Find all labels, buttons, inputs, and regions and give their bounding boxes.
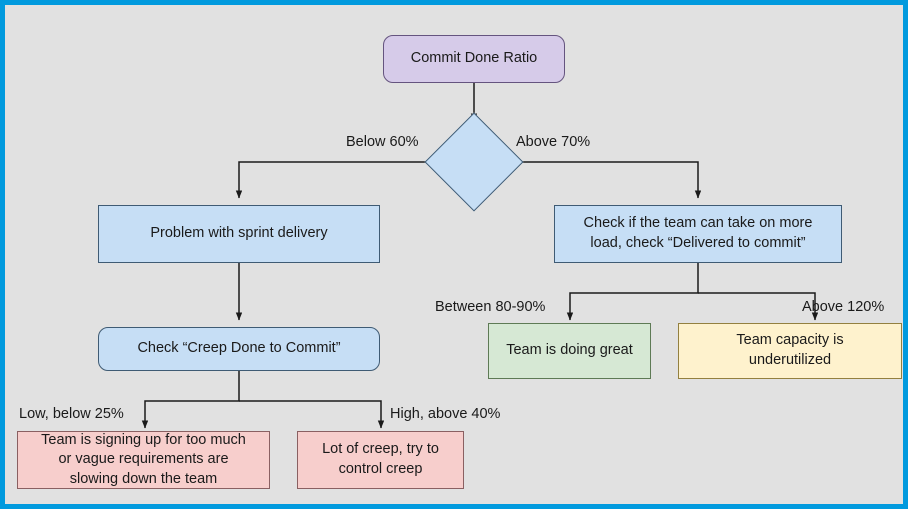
node-decision-diamond[interactable] — [424, 112, 524, 212]
node-team-signing-up-too-much-line3: slowing down the team — [69, 470, 218, 487]
edge-check-load-to-underused — [698, 292, 819, 321]
node-check-team-load-line2: load, check “Delivered to commit” — [590, 235, 806, 251]
node-problem-sprint-delivery[interactable]: Problem with sprint delivery — [98, 205, 380, 263]
edge-label-low-below-25: Low, below 25% — [19, 406, 124, 422]
node-team-capacity-underutilized-line1: Team capacity is — [736, 332, 844, 349]
node-team-doing-great-label: Team is doing great — [506, 342, 633, 359]
edge-check-creep-to-lot-creep — [239, 400, 385, 429]
edge-check-load-to-doing-great — [566, 263, 699, 321]
edge-decision-to-problem — [235, 161, 439, 199]
node-team-signing-up-too-much[interactable]: Team is signing up for too much or vague… — [17, 431, 270, 489]
edge-label-between-80-90: Between 80-90% — [435, 299, 546, 315]
edge-check-creep-to-signing-up — [141, 371, 240, 429]
node-team-signing-up-too-much-line2: or vague requirements are — [58, 451, 229, 468]
node-check-creep-done-to-commit[interactable]: Check “Creep Done to Commit” — [98, 327, 380, 371]
node-check-team-load[interactable]: Check if the team can take on more load,… — [554, 205, 842, 263]
node-lot-of-creep-line1: Lot of creep, try to — [322, 441, 439, 458]
edge-label-above-70: Above 70% — [516, 134, 591, 150]
node-problem-sprint-delivery-label: Problem with sprint delivery — [150, 225, 328, 242]
node-check-creep-done-to-commit-label: Check “Creep Done to Commit” — [137, 340, 341, 357]
node-commit-done-ratio-label: Commit Done Ratio — [410, 50, 538, 67]
node-check-team-load-line1: Check if the team can take on more — [583, 215, 813, 232]
node-lot-of-creep[interactable]: Lot of creep, try to control creep — [297, 431, 464, 489]
edge-decision-to-check-load — [509, 161, 702, 199]
edge-label-above-120: Above 120% — [802, 299, 885, 315]
node-lot-of-creep-line2: control creep — [338, 461, 423, 477]
edge-label-high-above-40: High, above 40% — [390, 406, 501, 422]
node-team-capacity-underutilized-line2: underutilized — [748, 352, 832, 368]
node-team-doing-great[interactable]: Team is doing great — [488, 323, 651, 379]
edge-label-below-60: Below 60% — [346, 134, 419, 150]
node-team-capacity-underutilized[interactable]: Team capacity is underutilized — [678, 323, 902, 379]
diamond-shape — [424, 112, 524, 212]
node-team-signing-up-too-much-line1: Team is signing up for too much — [41, 431, 246, 448]
node-commit-done-ratio[interactable]: Commit Done Ratio — [383, 35, 565, 83]
